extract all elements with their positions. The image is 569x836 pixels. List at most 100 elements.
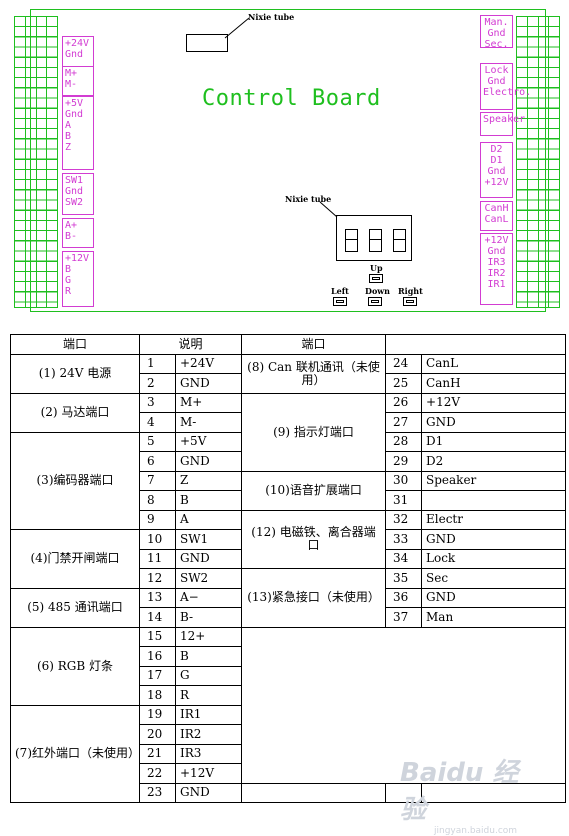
table-header-row: 端口说明端口 [10,334,567,355]
pin-number: 12 [139,568,176,589]
terminal-label: Gnd [487,246,506,257]
pin-number: 14 [139,607,176,628]
pin-signal: +12V [421,392,567,413]
header-port-2: 端口 [241,334,387,355]
left-button [333,297,347,306]
port-name: (8) Can 联机通讯（未使用） [241,353,387,394]
pin-number: 9 [139,509,176,530]
pin-signal: B [174,646,243,667]
up-button [369,274,383,283]
right-button [403,297,417,306]
pin-signal: SW1 [174,529,243,550]
pin-signal: Lock [421,548,567,569]
terminal-label: Speaker [483,114,526,125]
right-connector-strip [516,16,560,308]
left-connector-strip [14,16,58,308]
pin-number: 13 [139,587,176,608]
pin-signal: B- [174,607,243,628]
pin-signal: 12+ [174,626,243,647]
pin-signal: GND [174,373,243,394]
pin-number: 10 [139,529,176,550]
nixie-tube-top [186,34,228,52]
pin-number: 7 [139,470,176,491]
pin-signal: SW2 [174,568,243,589]
terminal-label: Gnd [65,49,84,60]
pin-signal: B [174,490,243,511]
watermark: Baidu 经验 jingyan.baidu.com [400,752,540,836]
terminal-label: Gnd [487,28,506,39]
pin-signal: GND [421,529,567,550]
terminal-label: +12V [65,253,90,264]
terminal-label: SW1 [65,175,84,186]
nixie-digit [345,229,358,252]
pin-signal: Z [174,470,243,491]
pin-signal: Speaker [421,470,567,491]
pin-number: 15 [139,626,176,647]
empty-cell [241,782,387,803]
board-outline [30,9,546,312]
pin-number: 17 [139,665,176,686]
nixie-label-mid: Nixie tube [285,194,332,204]
terminal-label: SW2 [65,197,84,208]
pin-number: 22 [139,763,176,784]
terminal-label: CanH [484,203,509,214]
left-label: Left [331,286,349,296]
pin-number: 4 [139,412,176,433]
right-label: Right [398,286,423,296]
terminal-label: D2 [490,144,503,155]
port-name: (4)门禁开闸端口 [10,529,140,589]
terminal-label: A+ [65,220,78,231]
down-button [368,297,382,306]
pin-number: 26 [385,392,423,413]
pin-signal: D1 [421,431,567,452]
pin-number: 29 [385,451,423,472]
pin-signal: A− [174,587,243,608]
terminal-label: Sec. [484,39,509,50]
pin-number: 28 [385,431,423,452]
pin-signal: +24V [174,353,243,374]
left-terminal-block: A+B- [62,218,94,248]
header-port: 端口 [10,334,140,355]
terminal-label: +24V [65,38,90,49]
pin-signal: IR3 [174,743,243,764]
pin-number: 23 [139,782,176,803]
left-terminal-block: M+M- [62,66,94,96]
table-row: 22+12V [11,763,566,784]
header-desc: 说明 [138,334,243,355]
pin-number: 21 [139,743,176,764]
empty-cell [421,782,567,803]
pin-number: 20 [139,724,176,745]
port-name: (9) 指示灯端口 [241,392,387,472]
terminal-label: B- [65,231,78,242]
pin-signal [421,490,567,511]
port-name: (1) 24V 电源 [10,353,140,394]
terminal-label: +12V [484,177,509,188]
nixie-digit [369,229,382,252]
terminal-label: Electro. [483,87,532,98]
port-name: (5) 485 通讯端口 [10,587,140,628]
terminal-label: Gnd [65,109,84,120]
terminal-label: G [65,275,72,286]
terminal-label: M+ [65,68,78,79]
right-terminal-block: Speaker [480,112,526,136]
board-title: Control Board [202,86,381,111]
port-name: (6) RGB 灯条 [10,626,140,706]
pin-number: 31 [385,490,423,511]
pin-signal: IR1 [174,704,243,725]
terminal-label: Gnd [487,76,506,87]
